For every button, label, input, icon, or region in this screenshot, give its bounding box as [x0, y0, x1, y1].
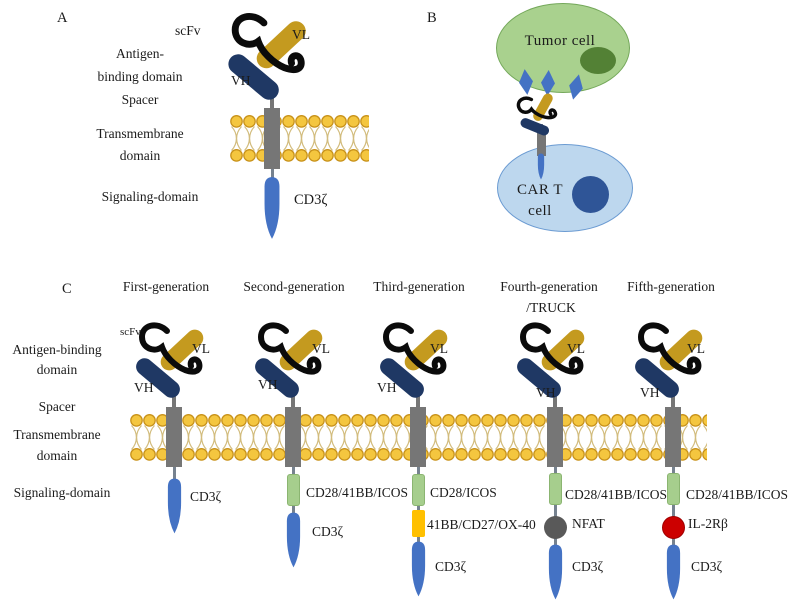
cd3-zeta-domain — [167, 478, 181, 534]
generation-title-3: Third-generation — [373, 279, 465, 294]
cd3-zeta-domain — [411, 541, 425, 597]
signal-label-cd3-zeta: CD3ζ — [190, 489, 222, 504]
signal-label-costimulatory: CD28/41BB/ICOS — [306, 485, 409, 500]
cd3-zeta-label: CD3ζ — [294, 192, 328, 208]
car-t-cell-label-1: CAR T — [517, 182, 563, 198]
tumor-cell-label: Tumor cell — [524, 33, 596, 49]
spacer-stem — [270, 96, 274, 112]
vl-label: VL — [567, 341, 585, 356]
car-t-cell-nucleus — [572, 176, 609, 213]
panel-c-transmembrane-label-2: domain — [36, 448, 78, 463]
generation-title-2: Second-generation — [243, 279, 345, 294]
nfat-factor-circle — [543, 515, 567, 539]
generation-title-5: Fifth-generation — [627, 279, 715, 294]
costimulatory-domain-box — [286, 474, 300, 506]
panel-a-transmembrane-label-2: domain — [119, 148, 161, 163]
signal-label-costimulatory: CD28/41BB/ICOS — [565, 487, 668, 502]
connector-stem — [172, 465, 176, 480]
spacer-stem — [172, 395, 176, 411]
panel-c-letter: C — [62, 281, 72, 297]
panel-b-letter: B — [427, 10, 437, 26]
vl-label: VL — [292, 27, 310, 42]
transmembrane-domain-rect — [285, 407, 301, 467]
panel-a-signaling-label: Signaling-domain — [101, 189, 199, 204]
spacer-stem — [671, 395, 675, 411]
transmembrane-domain-rect — [264, 108, 280, 169]
signal-label-costimulatory-2: 41BB/CD27/OX-40 — [427, 517, 536, 532]
costimulatory-domain-box — [666, 473, 680, 505]
panel-a-scfv-label: scFv — [175, 23, 201, 38]
cd3-zeta-domain — [548, 544, 562, 600]
vh-label: VH — [258, 377, 278, 392]
vh-label: VH — [640, 385, 660, 400]
connector-stem — [671, 465, 675, 547]
spacer-stem — [553, 395, 557, 411]
antigen-diamonds — [519, 69, 583, 100]
costimulatory-domain-box — [548, 473, 562, 505]
vh-label: VH — [231, 73, 251, 88]
vh-label: VH — [134, 380, 154, 395]
vh-label: VH — [377, 380, 397, 395]
panel-a-antigen-label-2: binding domain — [97, 69, 183, 84]
vl-label: VL — [687, 341, 705, 356]
mini-car-transmembrane — [536, 133, 546, 156]
panel-c-antigen-label-2: domain — [36, 362, 78, 377]
signal-label-cd3-zeta: CD3ζ — [572, 559, 604, 574]
tumor-cell — [496, 3, 630, 93]
signal-label-cd3-zeta: CD3ζ — [435, 559, 467, 574]
mini-car-cd3-zeta — [537, 153, 545, 180]
car-t-cell-label-2: cell — [528, 203, 552, 219]
cd3-zeta-domain — [666, 544, 680, 600]
lipid-bilayer-membrane — [230, 115, 369, 162]
vh-label: VH — [536, 385, 556, 400]
cd3-zeta-domain — [286, 512, 300, 568]
il2rb-receptor-circle — [661, 515, 685, 539]
signal-label-costimulatory: CD28/ICOS — [430, 485, 497, 500]
panel-c-signaling-label: Signaling-domain — [13, 485, 111, 500]
panel-c-spacer-label: Spacer — [38, 399, 76, 414]
panel-a-spacer-label: Spacer — [121, 92, 159, 107]
signal-label-nfat: NFAT — [572, 516, 605, 531]
generation-title-1: First-generation — [122, 279, 210, 294]
panel-c-transmembrane-label-1: Transmembrane — [13, 427, 101, 442]
signal-label-cd3-zeta: CD3ζ — [312, 524, 344, 539]
signal-label-il2rb: IL-2Rβ — [688, 516, 728, 531]
generation-title-4b: /TRUCK — [526, 300, 576, 315]
vl-label: VL — [312, 341, 330, 356]
generation-title-4: Fourth-generation — [500, 279, 598, 294]
spacer-stem — [416, 395, 420, 411]
costimulatory-domain-box — [411, 474, 425, 506]
panel-a-transmembrane-label-1: Transmembrane — [96, 126, 184, 141]
transmembrane-domain-rect — [410, 407, 426, 467]
panel-a-antigen-label-1: Antigen- — [116, 46, 164, 61]
transmembrane-domain-rect — [166, 407, 182, 467]
signal-label-cd3-zeta: CD3ζ — [691, 559, 723, 574]
transmembrane-domain-rect — [665, 407, 681, 467]
tumor-cell-nucleus — [580, 47, 616, 74]
panel-a-letter: A — [57, 10, 68, 26]
cd3-zeta-domain — [264, 177, 280, 239]
vl-label: VL — [430, 341, 448, 356]
connector-stem — [553, 465, 557, 547]
connector-stem — [270, 169, 274, 179]
car-t-cell — [497, 144, 633, 232]
spacer-stem — [291, 395, 295, 411]
signal-label-costimulatory: CD28/41BB/ICOS — [686, 487, 789, 502]
transmembrane-domain-rect — [547, 407, 563, 467]
panel-c-scfv-label: scFv — [120, 326, 141, 338]
panel-c-antigen-label-1: Antigen-binding — [12, 342, 102, 357]
costimulatory-domain-box-2 — [411, 510, 425, 537]
vl-label: VL — [192, 341, 210, 356]
